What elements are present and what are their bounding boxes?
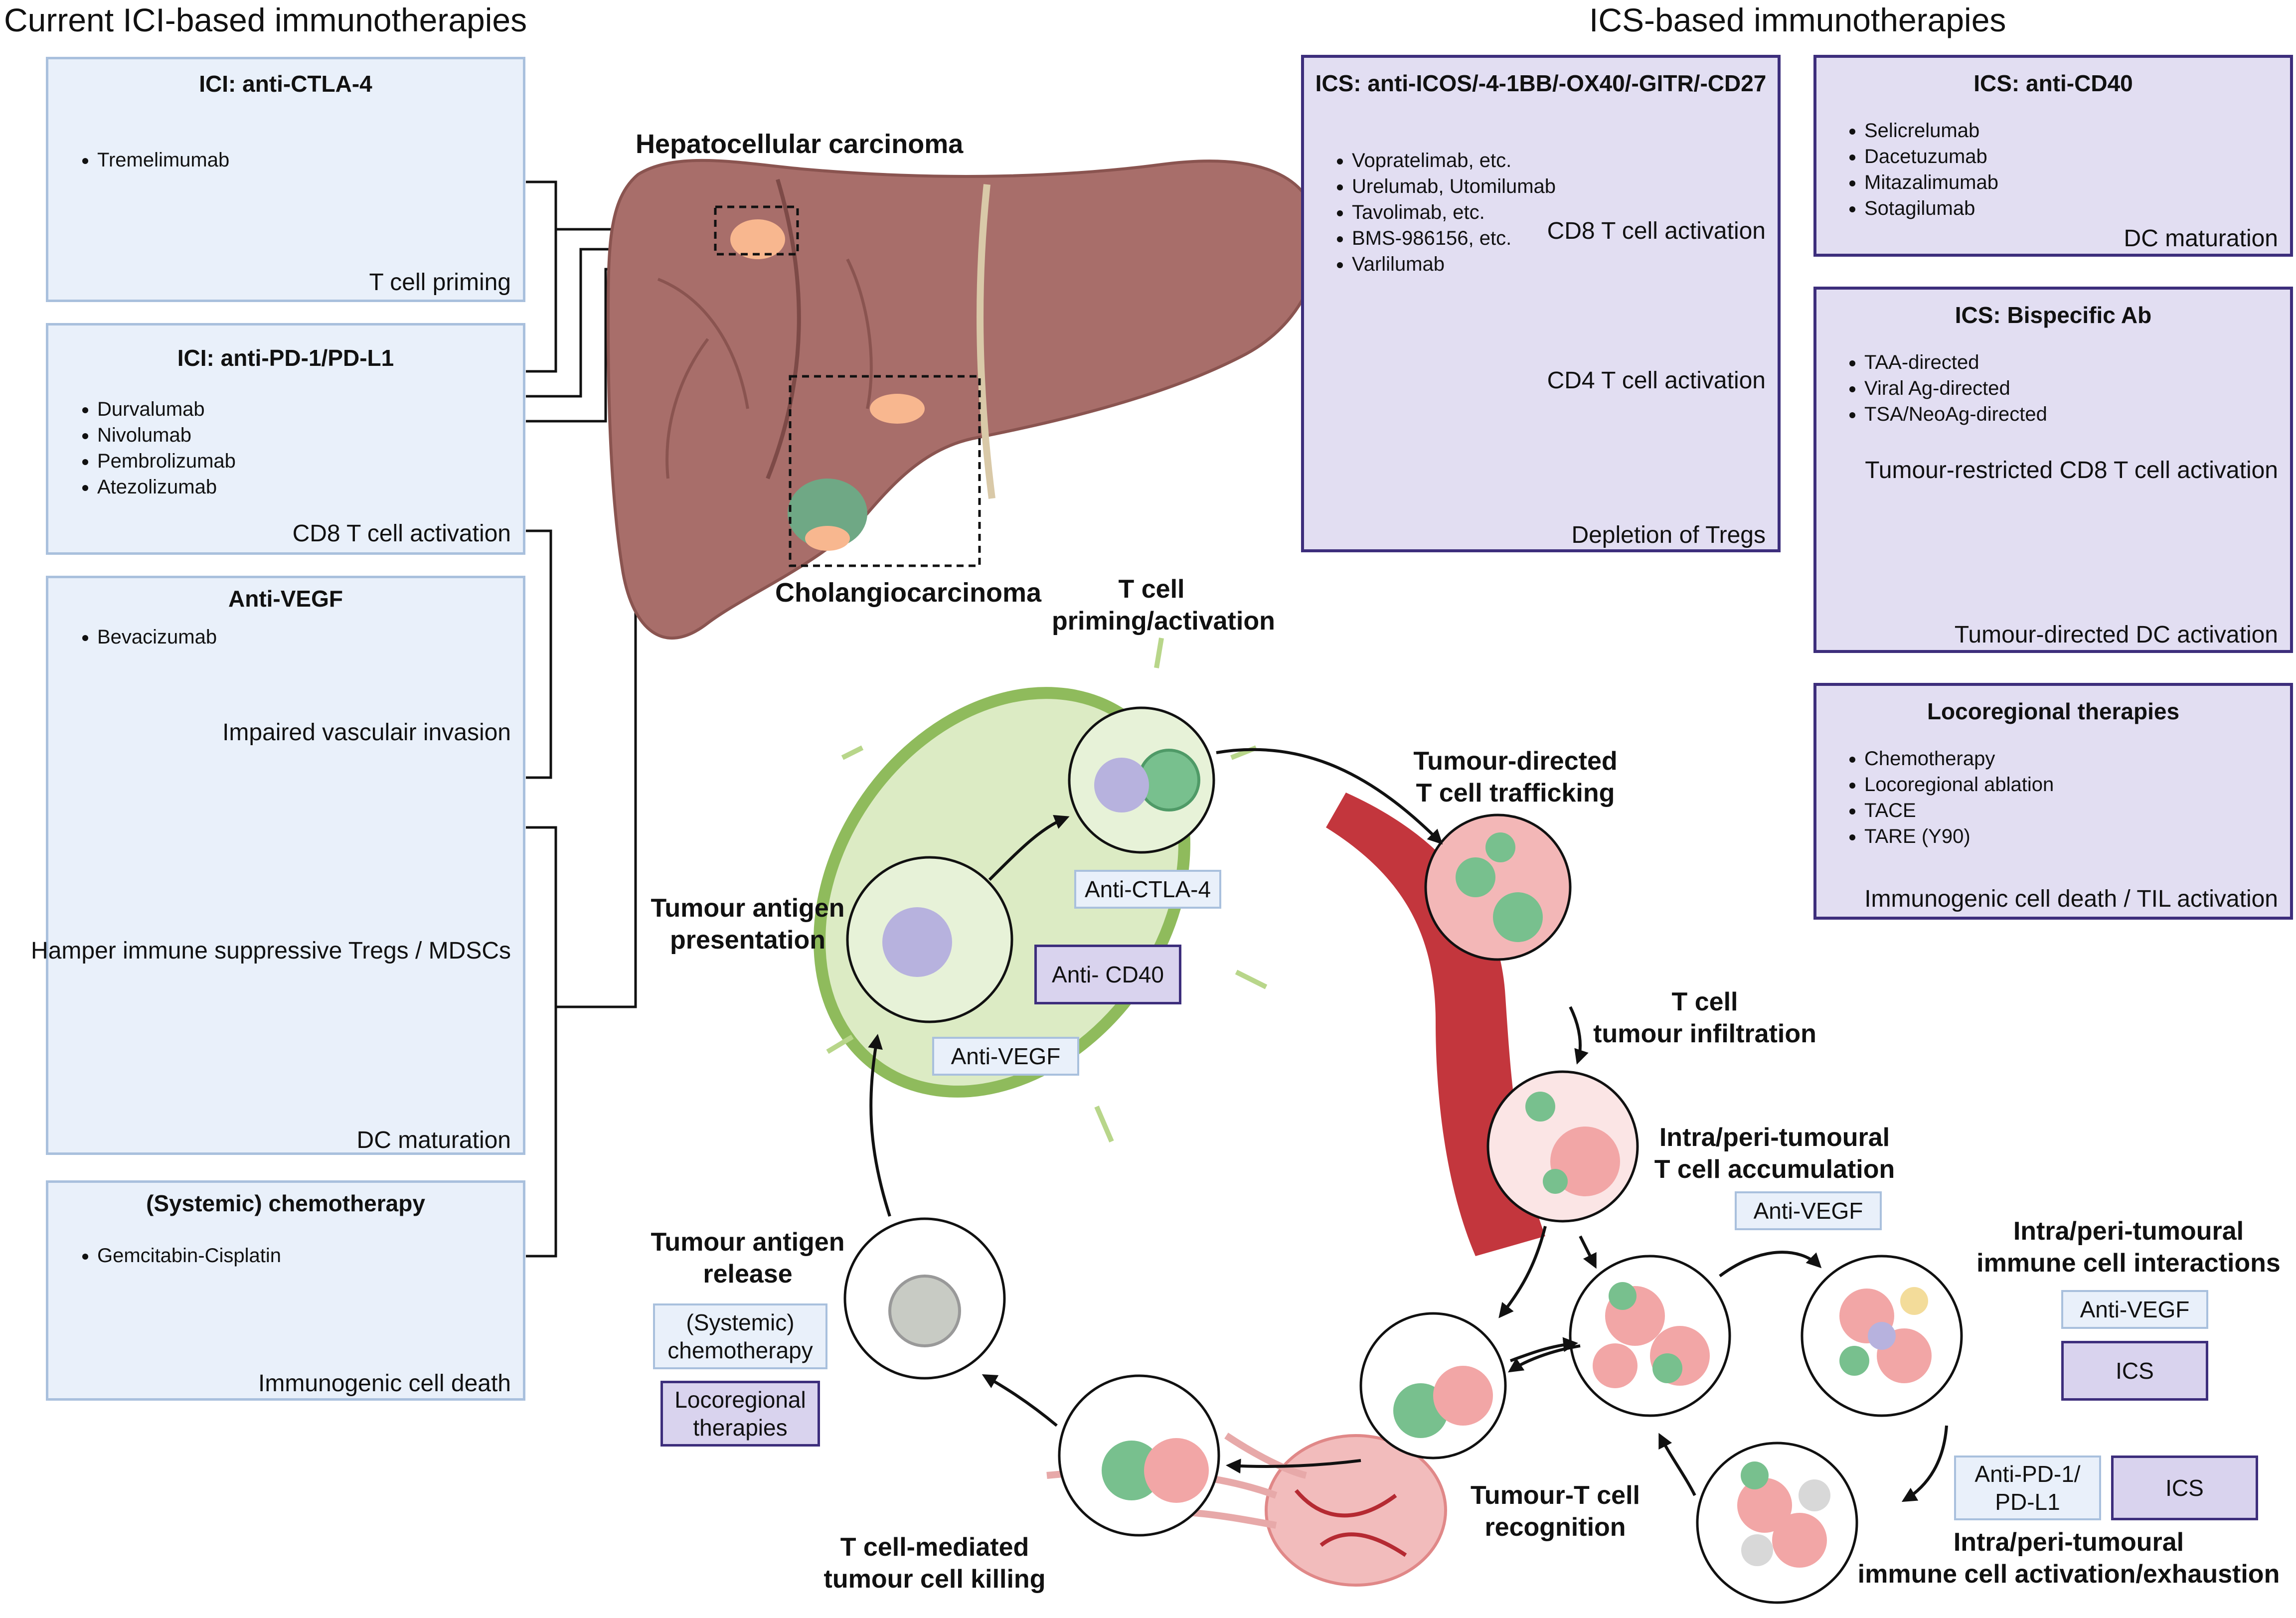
tag-anti-vegf-interactions: Anti-VEGF	[2061, 1290, 2208, 1329]
heading-current-ici: Current ICI-based immunotherapies	[4, 1, 527, 38]
drug-item: TAA-directed	[1864, 349, 2047, 375]
drug-item: Tavolimab, etc.	[1352, 199, 1556, 225]
panel-title: ICS: anti-ICOS/-4-1BB/-OX40/-GITR/-CD27	[1315, 70, 1767, 96]
drug-item: Chemotherapy	[1864, 746, 2054, 772]
drug-item: Atezolizumab	[97, 474, 236, 500]
panel-caption-vascular: Impaired vasculair invasion	[222, 719, 511, 746]
drug-item: Mitazalimumab	[1864, 169, 1998, 195]
drug-item: Urelumab, Utomilumab	[1352, 173, 1556, 199]
drug-list: Gemcitabin-Cisplatin	[72, 1243, 281, 1269]
drug-item: BMS-986156, etc.	[1352, 225, 1556, 251]
panel-caption-dc: Tumour-directed DC activation	[1954, 622, 2278, 648]
tag-anti-pd1-pdl1: Anti-PD-1/ PD-L1	[1954, 1456, 2101, 1520]
tag-anti-vegf-lymph: Anti-VEGF	[932, 1037, 1079, 1076]
drug-list: Tremelimumab	[72, 147, 229, 173]
heading-ics: ICS-based immunotherapies	[1589, 1, 2006, 38]
panel-title: Anti-VEGF	[228, 586, 343, 612]
panel-caption-cd8: Tumour-restricted CD8 T cell activation	[1865, 457, 2278, 484]
drug-item: Bevacizumab	[97, 624, 217, 650]
cycle-cells	[882, 749, 1932, 1568]
step-t-cell-trafficking: Tumour-directed T cell trafficking	[1413, 747, 1618, 808]
panel-caption: Immunogenic cell death / TIL activation	[1864, 886, 2278, 912]
drug-list: Durvalumab Nivolumab Pembrolizumab Atezo…	[72, 396, 236, 500]
panel-ics-anti-cd40: ICS: anti-CD40 Selicrelumab Dacetuzumab …	[1813, 55, 2293, 257]
panel-caption-cd4: CD4 T cell activation	[1547, 367, 1766, 394]
drug-list: Vopratelimab, etc. Urelumab, Utomilumab …	[1327, 148, 1556, 277]
panel-caption-cd8: CD8 T cell activation	[1547, 218, 1766, 244]
panel-anti-ctla4: ICI: anti-CTLA-4 Tremelimumab T cell pri…	[46, 57, 525, 302]
panel-anti-pd1: ICI: anti-PD-1/PD-L1 Durvalumab Nivoluma…	[46, 323, 525, 555]
drug-item: Tremelimumab	[97, 147, 229, 173]
drug-list: Selicrelumab Dacetuzumab Mitazalimumab S…	[1839, 118, 1998, 221]
tag-systemic-chemotherapy: (Systemic) chemotherapy	[653, 1303, 827, 1369]
drug-item: Pembrolizumab	[97, 448, 236, 474]
panel-systemic-chemo: (Systemic) chemotherapy Gemcitabin-Cispl…	[46, 1180, 525, 1401]
panel-caption: DC maturation	[2124, 225, 2278, 252]
drug-item: Durvalumab	[97, 396, 236, 422]
panel-caption: T cell priming	[369, 269, 511, 296]
drug-item: Viral Ag-directed	[1864, 375, 2047, 401]
panel-anti-vegf: Anti-VEGF Bevacizumab Impaired vasculair…	[31, 576, 525, 1155]
panel-ics-bispecific: ICS: Bispecific Ab TAA-directed Viral Ag…	[1813, 287, 2293, 653]
panel-caption: Immunogenic cell death	[258, 1370, 511, 1397]
drug-item: TARE (Y90)	[1864, 823, 2054, 849]
tag-ics-interactions: ICS	[2061, 1341, 2208, 1401]
step-antigen-release: Tumour antigen release	[651, 1228, 845, 1289]
drug-list: Bevacizumab	[72, 624, 217, 650]
drug-item: Vopratelimab, etc.	[1352, 148, 1556, 173]
panel-caption-tregs: Depletion of Tregs	[1571, 522, 1766, 548]
step-tumour-t-cell-recognition: Tumour-T cell recognition	[1471, 1481, 1640, 1542]
drug-item: Selicrelumab	[1864, 118, 1998, 144]
step-immune-activation: Intra/peri-tumoural immune cell activati…	[1857, 1528, 2280, 1589]
panel-title: ICI: anti-PD-1/PD-L1	[177, 345, 394, 371]
step-immune-interactions: Intra/peri-tumoural immune cell interact…	[1976, 1217, 2281, 1278]
panel-title: ICI: anti-CTLA-4	[199, 71, 372, 97]
panel-title: Locoregional therapies	[1927, 698, 2180, 724]
tag-anti-vegf-accumulation: Anti-VEGF	[1735, 1191, 1882, 1230]
panel-locoregional: Locoregional therapies Chemotherapy Loco…	[1813, 683, 2293, 920]
tag-anti-cd40: Anti- CD40	[1034, 945, 1181, 1004]
step-antigen-presentation: Tumour antigen presentation	[651, 894, 845, 955]
drug-item: Dacetuzumab	[1864, 144, 1998, 169]
drug-item: TSA/NeoAg-directed	[1864, 401, 2047, 427]
label-hepatocellular-carcinoma: Hepatocellular carcinoma	[636, 129, 964, 159]
panel-caption-dc: DC maturation	[356, 1127, 511, 1153]
panel-ics-costimulatory: ICS: anti-ICOS/-4-1BB/-OX40/-GITR/-CD27 …	[1301, 55, 1781, 552]
tag-anti-ctla4: Anti-CTLA-4	[1074, 870, 1221, 909]
drug-item: Nivolumab	[97, 422, 236, 448]
drug-list: TAA-directed Viral Ag-directed TSA/NeoAg…	[1839, 349, 2047, 427]
drug-item: Sotagilumab	[1864, 195, 1998, 221]
step-t-cell-priming: T cell priming/activation	[1052, 575, 1275, 636]
tag-locoregional-therapies: Locoregional therapies	[660, 1381, 820, 1447]
panel-title: (Systemic) chemotherapy	[146, 1190, 425, 1216]
drug-item: Gemcitabin-Cisplatin	[97, 1243, 281, 1269]
drug-item: Locoregional ablation	[1864, 772, 2054, 798]
label-cholangiocarcinoma: Cholangiocarcinoma	[775, 578, 1042, 608]
tag-ics-activation: ICS	[2111, 1456, 2258, 1520]
step-t-cell-accumulation: Intra/peri-tumoural T cell accumulation	[1654, 1123, 1895, 1184]
drug-item: Varlilumab	[1352, 251, 1556, 277]
step-tumour-cell-killing: T cell-mediated tumour cell killing	[823, 1533, 1046, 1594]
liver-illustration	[606, 159, 1320, 640]
drug-item: TACE	[1864, 798, 2054, 823]
panel-title: ICS: Bispecific Ab	[1955, 302, 2152, 328]
drug-list: Chemotherapy Locoregional ablation TACE …	[1839, 746, 2054, 849]
cycle-arrows	[868, 748, 1948, 1502]
panel-title: ICS: anti-CD40	[1973, 70, 2133, 96]
panel-caption: CD8 T cell activation	[292, 520, 511, 547]
step-t-cell-infiltration: T cell tumour infiltration	[1593, 987, 1816, 1048]
panel-caption-tregs: Hamper immune suppressive Tregs / MDSCs	[31, 938, 511, 964]
